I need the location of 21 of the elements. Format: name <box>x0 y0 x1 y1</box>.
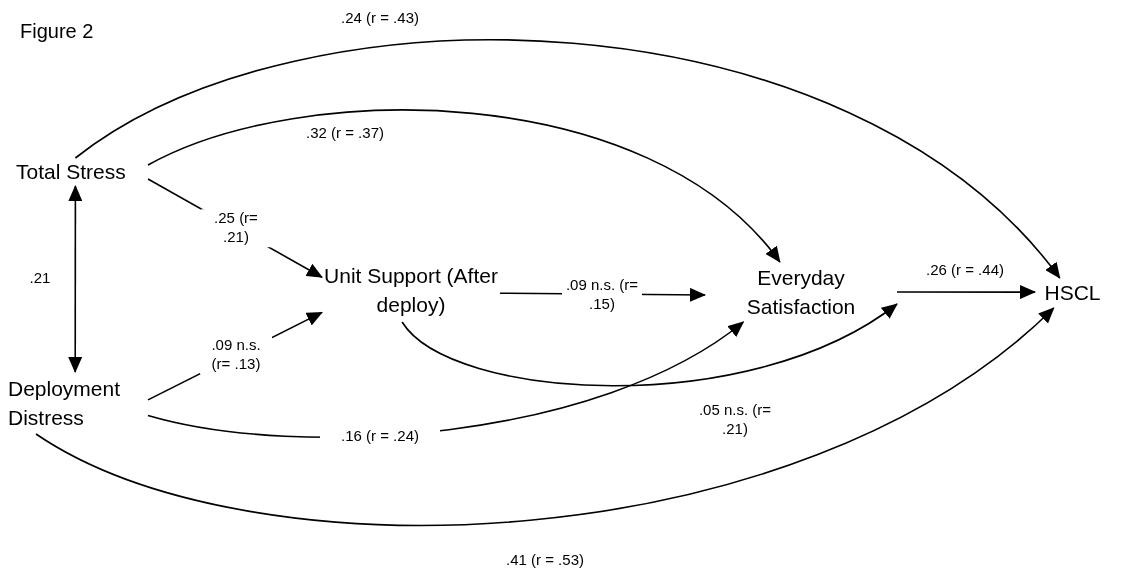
arrow <box>896 285 1036 300</box>
arrow <box>147 109 781 263</box>
node-label: HSCL <box>1043 280 1102 307</box>
node-label: Everyday Satisfaction <box>745 264 857 320</box>
edge-label: .41 (r = .53) <box>505 550 585 570</box>
arrow <box>74 39 1061 279</box>
edge-label: .21 <box>28 268 52 288</box>
edge-label: .26 (r = .44) <box>925 260 1005 280</box>
edge-label: .32 (r = .37) <box>305 123 385 143</box>
node-label: Deployment Distress <box>8 375 122 431</box>
node-label: Total Stress <box>16 159 127 186</box>
arrow <box>401 303 898 387</box>
edge-label: .09 n.s. (r= .13) <box>200 336 272 374</box>
arrow <box>68 185 83 373</box>
edge-label: .09 n.s. (r= .15) <box>562 276 642 314</box>
edge-label: .25 (r= .21) <box>201 209 271 247</box>
edge-label: .05 n.s. (r= .21) <box>697 401 773 439</box>
figure-title: Figure 2 <box>20 19 94 44</box>
node-label: Unit Support (After deploy) <box>323 262 499 318</box>
arrow <box>35 307 1055 527</box>
edge-label: .24 (r = .43) <box>340 8 420 28</box>
